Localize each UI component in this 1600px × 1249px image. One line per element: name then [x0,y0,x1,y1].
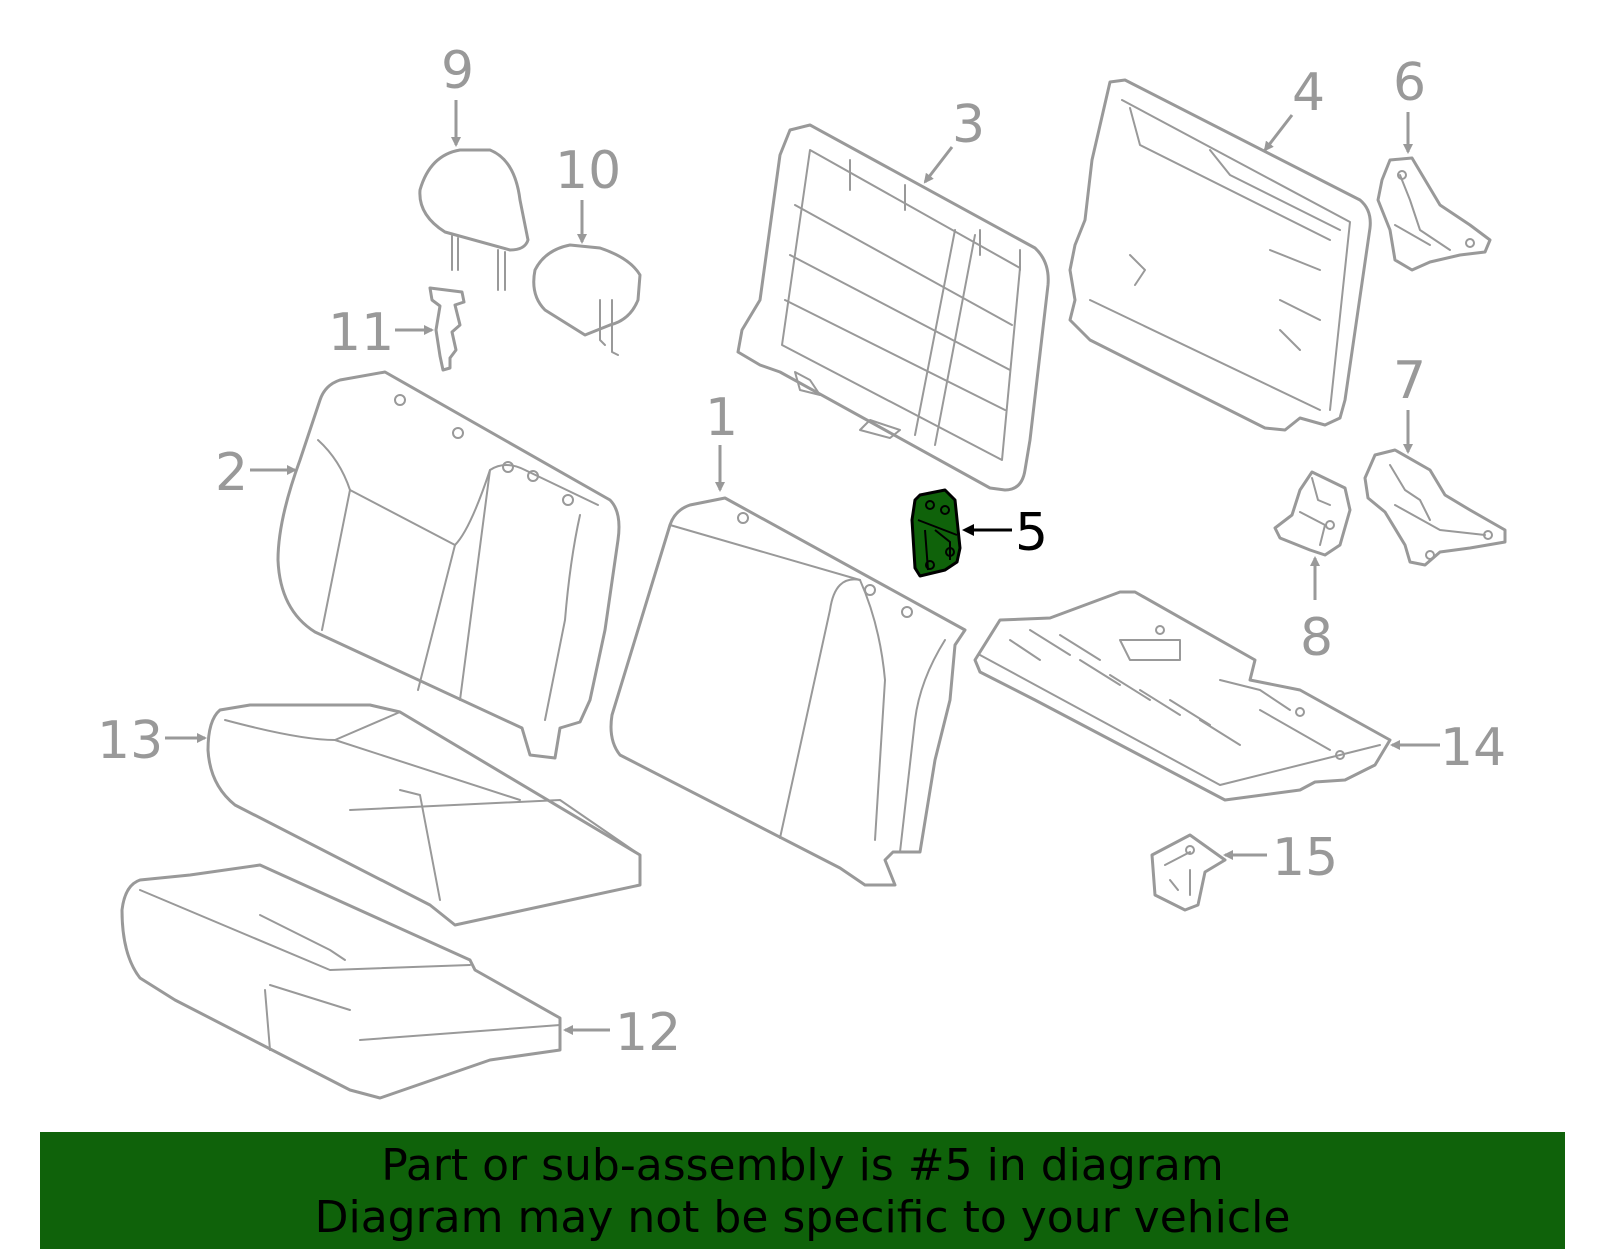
clip-part-11 [428,286,466,372]
seat-cushion-part-12 [120,863,562,1100]
seat-cushion-part-13 [206,703,642,927]
callout-8: 8 [1300,608,1333,668]
bracket-part-6 [1376,156,1492,272]
bracket-part-7 [1363,448,1507,567]
callout-5-highlighted: 5 [1015,503,1048,563]
banner-line-1: Part or sub-assembly is #5 in diagram [381,1140,1224,1191]
callout-4: 4 [1292,63,1325,123]
callout-14: 14 [1440,718,1506,778]
bracket-part-15 [1150,833,1227,912]
parts-diagram: 9 10 11 2 1 3 4 6 7 8 14 15 13 12 5 [97,41,1507,1100]
leader-arrows [165,100,1440,1035]
banner-line-2: Diagram may not be specific to your vehi… [314,1192,1291,1243]
callout-1: 1 [705,388,738,448]
callout-3: 3 [952,95,985,155]
callout-2: 2 [215,443,248,503]
callout-13: 13 [97,711,163,771]
callout-12: 12 [615,1003,681,1063]
callout-9: 9 [441,41,474,101]
headrest-part-9 [418,148,530,291]
info-banner: Part or sub-assembly is #5 in diagram Di… [40,1132,1565,1249]
headrest-part-10 [532,243,642,356]
seatback-part-2 [276,370,621,760]
seatback-panel-part-4 [1068,78,1372,432]
seatback-part-1 [609,496,967,887]
callout-7: 7 [1393,351,1426,411]
callout-15: 15 [1272,828,1338,888]
callout-labels: 9 10 11 2 1 3 4 6 7 8 14 15 13 12 5 [97,41,1506,1063]
seat-base-part-14 [973,590,1392,802]
callout-6: 6 [1393,53,1426,113]
seatback-frame-part-3 [736,123,1050,492]
hinge-part-5-highlighted [910,488,962,578]
bracket-part-8 [1273,470,1352,557]
callout-11: 11 [328,303,394,363]
callout-10: 10 [555,141,621,201]
